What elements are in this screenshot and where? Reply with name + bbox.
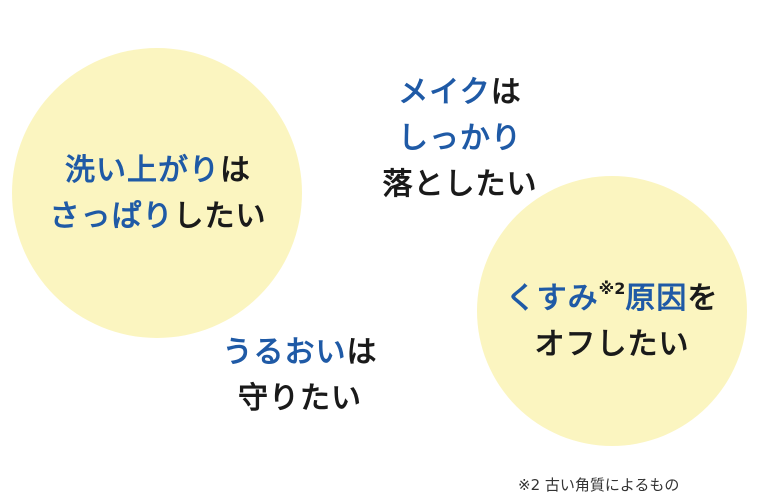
wash-ending: したい: [173, 199, 267, 234]
wash-emphasis-2: さっぱり: [49, 199, 174, 234]
moisture-line-1: うるおいは: [180, 330, 420, 376]
moisture-particle: は: [346, 335, 378, 370]
wash-particle: は: [220, 153, 251, 188]
dullness-message: くすみ※2原因を オフしたい: [490, 276, 734, 368]
makeup-ending: 落としたい: [382, 167, 538, 202]
makeup-emphasis: メイク: [398, 75, 491, 110]
dullness-line-2: オフしたい: [490, 322, 734, 368]
footnote-marker: ※2: [598, 279, 626, 298]
dullness-particle: を: [687, 281, 719, 316]
highlight-circle-right: [477, 176, 747, 446]
footnote: ※2 古い角質によるもの: [518, 476, 680, 494]
wash-emphasis: 洗い上がり: [65, 153, 220, 188]
makeup-emphasis-2: しっかり: [398, 121, 522, 156]
wash-message: 洗い上がりは さっぱりしたい: [38, 148, 278, 240]
makeup-message: メイクは しっかり 落としたい: [340, 70, 580, 208]
moisture-ending: 守りたい: [238, 381, 362, 416]
dullness-line-1: くすみ※2原因を: [490, 276, 734, 322]
makeup-line-1: メイクは: [340, 70, 580, 116]
highlight-circle-left: [12, 48, 302, 338]
dullness-emphasis: くすみ: [505, 281, 599, 316]
makeup-line-3: 落としたい: [340, 162, 580, 208]
moisture-line-2: 守りたい: [180, 376, 420, 422]
moisture-emphasis: うるおい: [222, 335, 347, 370]
dullness-emphasis-2: 原因: [625, 281, 688, 316]
dullness-ending: オフしたい: [534, 327, 690, 362]
moisture-message: うるおいは 守りたい: [180, 330, 420, 422]
wash-line-1: 洗い上がりは: [38, 148, 278, 194]
wash-line-2: さっぱりしたい: [38, 194, 278, 240]
makeup-line-2: しっかり: [340, 116, 580, 162]
makeup-particle: は: [490, 75, 522, 110]
